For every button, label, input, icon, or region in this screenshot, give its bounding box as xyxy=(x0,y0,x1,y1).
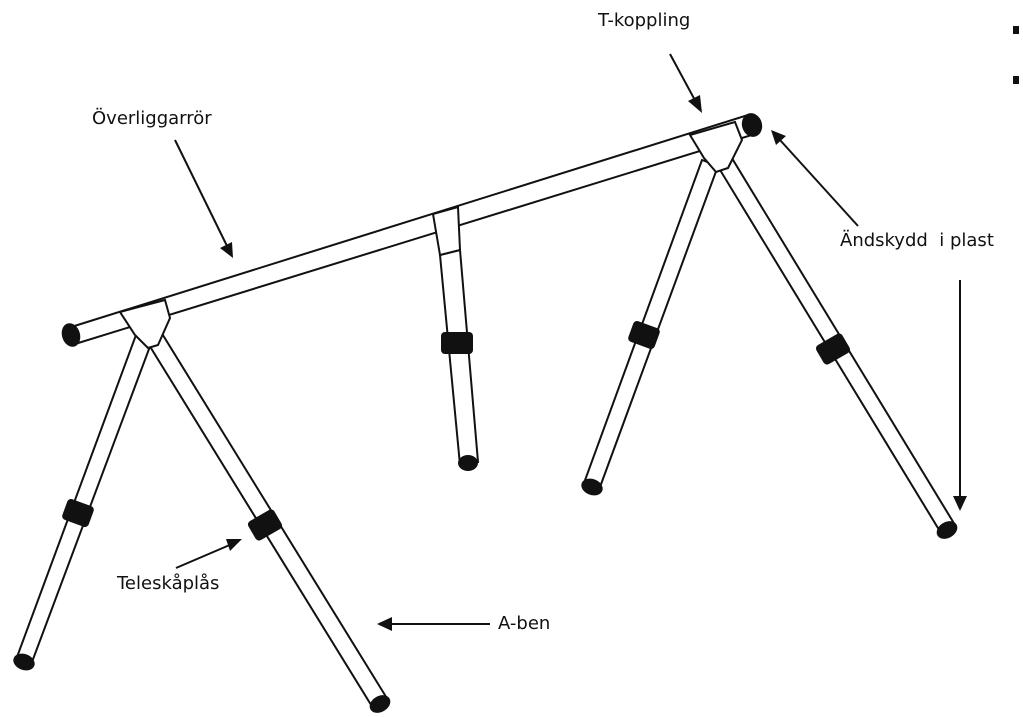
t-coupling-label: T-koppling xyxy=(598,10,691,31)
right-lock-2 xyxy=(815,333,851,365)
telescope-lock-label: Teleskåplås xyxy=(117,573,220,594)
arrow-a-leg xyxy=(377,617,490,631)
left-lock-2 xyxy=(247,509,283,541)
end-cap-label: Ändskydd i plast xyxy=(840,230,994,251)
middle-leg xyxy=(431,205,480,467)
middle-foot xyxy=(458,455,478,471)
right-t-coupling xyxy=(688,120,744,174)
top-tube-label: Överliggarrör xyxy=(92,108,212,129)
edge-marks xyxy=(1013,26,1019,84)
right-foot-2 xyxy=(936,521,958,539)
left-t-coupling xyxy=(118,298,172,350)
left-front-leg xyxy=(15,333,154,664)
arrow-end-cap-lower xyxy=(953,280,967,511)
left-lock-1 xyxy=(62,499,94,527)
middle-lock xyxy=(441,332,473,354)
right-front-leg xyxy=(582,158,720,489)
arrow-end-cap-upper xyxy=(771,130,859,227)
left-foot-1 xyxy=(13,653,35,671)
end-cap-right xyxy=(741,113,763,137)
right-foot-1 xyxy=(581,478,603,496)
a-leg-label: A-ben xyxy=(498,613,551,634)
arrow-top-tube xyxy=(174,139,233,258)
left-foot-2 xyxy=(369,695,391,713)
arrow-telescope-lock xyxy=(175,539,242,569)
right-lock-1 xyxy=(628,321,660,349)
arrow-t-coupling xyxy=(669,53,702,113)
end-cap-left xyxy=(61,323,81,347)
